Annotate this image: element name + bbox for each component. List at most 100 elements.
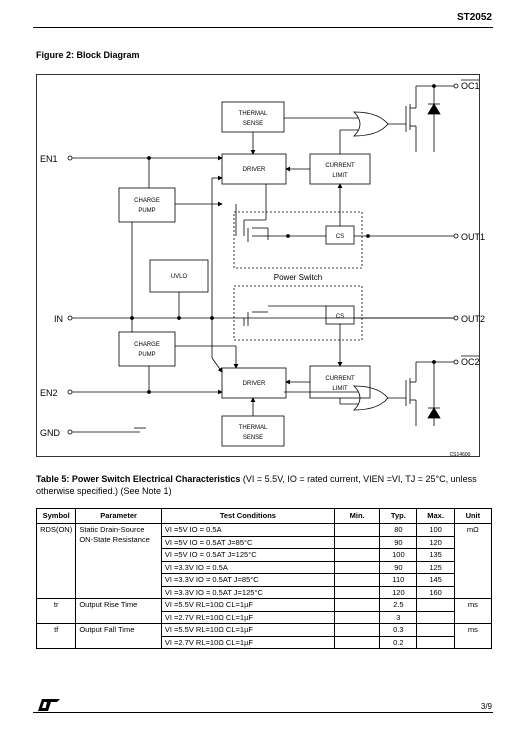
current-limit-1-block <box>309 153 371 185</box>
charge-2-l2: PUMP <box>138 352 155 358</box>
climit-1-l2: LIMIT <box>332 173 348 179</box>
cell-max <box>416 623 455 637</box>
out1-pin <box>453 233 459 239</box>
st-logo-icon <box>38 699 60 711</box>
cell-conditions: VI =3.3V IO = 0.5AT J=85°C <box>160 573 335 587</box>
gnd-label: GND <box>40 428 61 438</box>
cell-parameter: Static Drain-Source ON-State Resistance <box>75 523 162 599</box>
cell-typ: 3 <box>379 610 418 624</box>
thermal-sense-1-block <box>221 101 285 133</box>
cell-typ: 0.3 <box>379 623 418 637</box>
or-gate-2-icon <box>353 385 389 411</box>
spec-table: Symbol Parameter Test Conditions Min. Ty… <box>35 508 493 649</box>
cell-max: 145 <box>416 573 455 587</box>
diode-2-icon <box>427 407 441 419</box>
cell-parameter: Output Fall Time <box>75 623 162 649</box>
cell-conditions: VI =5.5V RL=10Ω CL=1µF <box>160 598 335 612</box>
cell-typ: 110 <box>379 573 418 587</box>
cell-min <box>333 623 381 637</box>
out1-label: OUT1 <box>461 232 485 242</box>
cell-typ: 80 <box>379 523 418 537</box>
thermal-1-l1: THERMAL <box>239 111 268 117</box>
table-caption: Table 5: Power Switch Electrical Charact… <box>36 473 492 497</box>
cs-2-label: CS <box>336 314 344 320</box>
block-diagram: THERMAL SENSE DRIVER CHARGE PUMP CURRENT… <box>36 74 485 458</box>
footer-rule <box>33 712 493 713</box>
cell-min <box>333 598 381 612</box>
diode-1-icon <box>427 103 441 115</box>
en2-label: EN2 <box>40 388 58 398</box>
uvlo-label: UVLO <box>171 274 188 280</box>
figure-code: CS14600 <box>450 452 471 458</box>
thermal-1-l2: SENSE <box>243 121 263 127</box>
cell-max <box>416 598 455 612</box>
oc1-pin <box>453 83 459 89</box>
th-parameter: Parameter <box>75 508 162 524</box>
charge-1-l2: PUMP <box>138 208 155 214</box>
cell-conditions: VI =2.7V RL=10Ω CL=1µF <box>160 610 335 624</box>
power-switch-label: Power Switch <box>274 273 322 282</box>
cell-conditions: VI =5V IO = 0.5A <box>160 523 335 537</box>
document-id: ST2052 <box>456 12 492 23</box>
cell-unit: ms <box>453 623 493 649</box>
table-caption-conditions: (VI = 5.5V, IO = rated current, VIEN =VI… <box>36 474 477 496</box>
en1-pin <box>67 155 73 161</box>
cell-symbol: RDS(ON) <box>35 523 77 599</box>
thermal-sense-2-block <box>221 415 285 447</box>
cell-typ: 120 <box>379 585 418 599</box>
th-min: Min. <box>333 508 381 524</box>
out2-pin <box>453 315 459 321</box>
cell-conditions: VI =5V IO = 0.5AT J=85°C <box>160 535 335 549</box>
cell-typ: 90 <box>379 535 418 549</box>
cell-min <box>333 535 381 549</box>
oc2-label: OC2 <box>461 357 480 367</box>
thermal-2-l2: SENSE <box>243 435 263 441</box>
th-symbol: Symbol <box>35 508 77 524</box>
th-typ: Typ. <box>379 508 418 524</box>
en1-label: EN1 <box>40 154 58 164</box>
table-row: VI =2.7V RL=10Ω CL=1µF 0.2 <box>37 635 492 649</box>
cell-symbol: tr <box>35 598 77 624</box>
cell-typ: 0.2 <box>379 635 418 649</box>
cs-1-label: CS <box>336 234 344 240</box>
cell-max: 125 <box>416 560 455 574</box>
cell-typ: 100 <box>379 548 418 562</box>
cell-unit: mΩ <box>453 523 493 599</box>
or-gate-1-icon <box>353 111 389 137</box>
diagram-frame <box>36 74 480 457</box>
cell-parameter: Output Rise Time <box>75 598 162 624</box>
charge-pump-1-block <box>118 187 176 223</box>
cell-typ: 2.5 <box>379 598 418 612</box>
header-rule <box>33 27 493 28</box>
charge-1-l1: CHARGE <box>134 198 160 204</box>
figure-title: Figure 2: Block Diagram <box>36 50 140 60</box>
charge-pump-2-block <box>118 331 176 367</box>
page-number: 3/9 <box>480 702 492 711</box>
cell-conditions: VI =5.5V RL=10Ω CL=1µF <box>160 623 335 637</box>
power-switch-area-2 <box>233 285 363 341</box>
cell-max <box>416 610 455 624</box>
cell-max: 120 <box>416 535 455 549</box>
cell-min <box>333 610 381 624</box>
cell-min <box>333 573 381 587</box>
en2-pin <box>67 389 73 395</box>
cell-typ: 90 <box>379 560 418 574</box>
climit-1-l1: CURRENT <box>325 163 355 169</box>
in-pin <box>67 315 73 321</box>
cell-min <box>333 523 381 537</box>
gnd-pin <box>67 429 73 435</box>
in-label: IN <box>54 314 63 324</box>
cell-max <box>416 635 455 649</box>
cell-conditions: VI =2.7V RL=10Ω CL=1µF <box>160 635 335 649</box>
climit-2-l2: LIMIT <box>332 386 348 392</box>
climit-2-l1: CURRENT <box>325 376 355 382</box>
cell-min <box>333 560 381 574</box>
cell-unit: ms <box>453 598 493 624</box>
current-limit-2-block <box>309 365 371 399</box>
